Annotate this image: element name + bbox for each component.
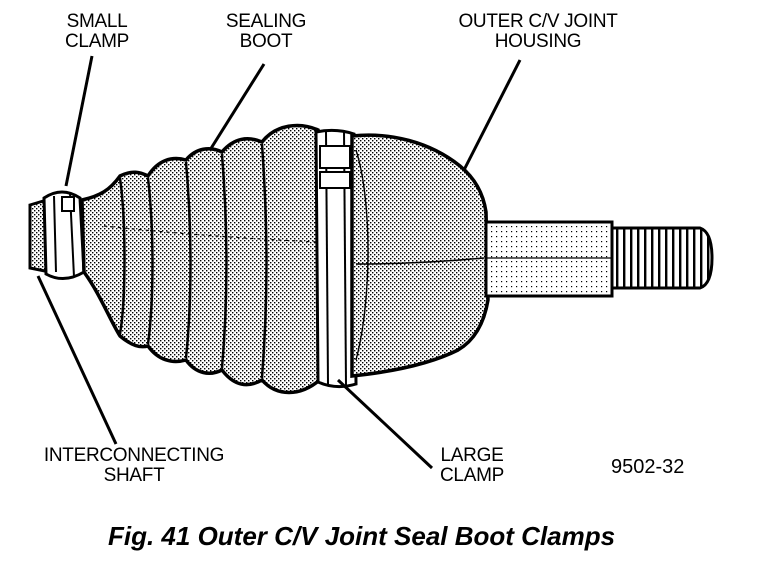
label-small-clamp-line1: SMALL bbox=[66, 11, 128, 32]
leader-lines bbox=[36, 55, 522, 470]
label-large-clamp: LARGE CLAMP bbox=[418, 446, 526, 486]
leader-small-clamp bbox=[64, 55, 94, 187]
leader-sealing-boot bbox=[208, 63, 266, 151]
label-large-clamp-line1: LARGE bbox=[440, 445, 504, 466]
label-large-clamp-line2: CLAMP bbox=[440, 465, 504, 486]
sealing-boot bbox=[80, 123, 324, 395]
label-sealing-boot-line1: SEALING bbox=[225, 11, 307, 32]
label-outer-housing-line2: HOUSING bbox=[494, 31, 582, 52]
figure-caption: Fig. 41 Outer C/V Joint Seal Boot Clamps bbox=[108, 521, 616, 551]
label-small-clamp-line2: CLAMP bbox=[65, 31, 129, 52]
outer-cv-joint-housing bbox=[350, 133, 490, 378]
label-small-clamp: SMALL CLAMP bbox=[52, 12, 142, 52]
label-outer-housing: OUTER C/V JOINT HOUSING bbox=[440, 12, 636, 52]
label-interconnecting-shaft-line2: SHAFT bbox=[103, 465, 165, 486]
stub-shaft bbox=[484, 220, 714, 298]
label-outer-housing-line1: OUTER C/V JOINT bbox=[458, 11, 618, 32]
large-clamp bbox=[314, 128, 358, 389]
leader-outer-housing bbox=[462, 59, 522, 171]
figure-number: 9502-32 bbox=[611, 456, 685, 478]
label-sealing-boot: SEALING BOOT bbox=[216, 12, 316, 52]
leader-interconnecting-shaft bbox=[36, 275, 118, 445]
label-interconnecting-shaft-line1: INTERCONNECTING bbox=[43, 445, 225, 466]
label-sealing-boot-line2: BOOT bbox=[239, 31, 293, 52]
label-interconnecting-shaft: INTERCONNECTING SHAFT bbox=[28, 446, 240, 486]
leader-large-clamp bbox=[336, 378, 434, 470]
small-clamp bbox=[42, 190, 86, 280]
